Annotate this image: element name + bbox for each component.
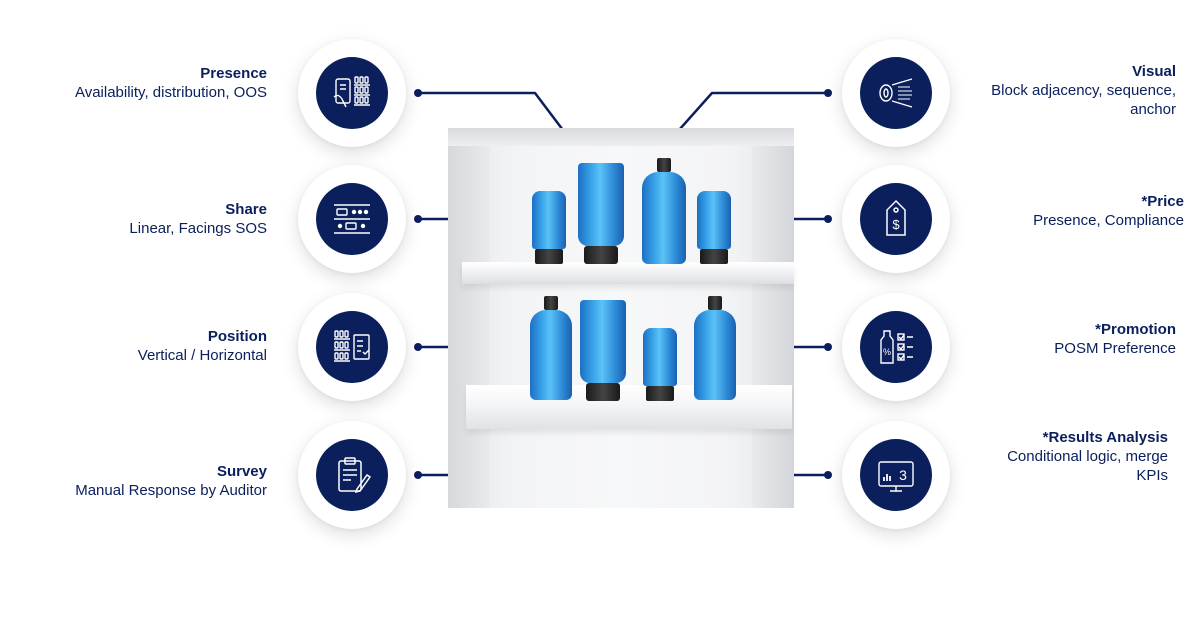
results-desc-line2: KPIs [1136, 467, 1168, 484]
promotion-title: *Promotion [1095, 321, 1176, 338]
presence-badge [298, 39, 406, 147]
svg-text:3: 3 [899, 467, 907, 483]
product-tube [580, 300, 626, 401]
product-bottle-tall [642, 158, 686, 264]
results-badge: 3 [842, 421, 950, 529]
price-title: *Price [1141, 193, 1184, 210]
presence-desc: Availability, distribution, OOS [74, 84, 267, 101]
price-label: *Price Presence, Compliance [1033, 192, 1184, 230]
svg-text:$: $ [892, 217, 900, 232]
shelf-side-left [448, 128, 490, 508]
product-tube [578, 163, 624, 264]
shelf-side-right [752, 128, 794, 508]
phone-scan-icon [333, 76, 370, 108]
shelf-position-icon [334, 330, 370, 362]
presence-title: Presence [200, 65, 267, 82]
price-tag-icon: $ [886, 199, 906, 236]
share-title: Share [225, 201, 267, 218]
share-badge [298, 165, 406, 273]
product-bottle [643, 328, 677, 401]
visual-title: Visual [1132, 63, 1176, 80]
share-desc: Linear, Facings SOS [129, 220, 267, 237]
results-title: *Results Analysis [1042, 429, 1168, 446]
product-bottle-tall [694, 296, 736, 400]
position-desc: Vertical / Horizontal [137, 347, 267, 364]
position-label: Position Vertical / Horizontal [138, 327, 267, 365]
visual-label: Visual Block adjacency, sequence, anchor [991, 62, 1176, 119]
shelf-plank-lower [466, 385, 792, 429]
position-title: Position [207, 328, 267, 345]
product-bottle [697, 191, 731, 264]
visual-desc-line2: anchor [1130, 101, 1176, 118]
price-badge: $ [842, 165, 950, 273]
clipboard-icon [338, 457, 372, 494]
shelf-top [448, 128, 794, 146]
promotion-badge: % [842, 293, 950, 401]
promotion-label: *Promotion POSM Preference [1054, 320, 1176, 358]
results-label: *Results Analysis Conditional logic, mer… [1007, 428, 1168, 485]
promotion-desc: POSM Preference [1054, 340, 1176, 357]
visual-desc-line1: Block adjacency, sequence, [991, 82, 1176, 99]
svg-text:%: % [883, 347, 891, 357]
visual-badge [842, 39, 950, 147]
product-bottle-tall [530, 296, 572, 400]
survey-title: Survey [216, 463, 267, 480]
presence-label: Presence Availability, distribution, OOS [75, 64, 267, 102]
price-desc: Presence, Compliance [1033, 212, 1184, 229]
survey-label: Survey Manual Response by Auditor [75, 462, 267, 500]
position-badge [298, 293, 406, 401]
eye-scan-icon [879, 78, 913, 108]
survey-badge [298, 421, 406, 529]
product-bottle [532, 191, 566, 264]
share-label: Share Linear, Facings SOS [129, 200, 267, 238]
results-desc-line1: Conditional logic, merge [1007, 448, 1168, 465]
monitor-analysis-icon: 3 [878, 461, 914, 492]
survey-desc: Manual Response by Auditor [75, 482, 267, 499]
shelf-share-icon [334, 204, 370, 234]
promotion-checklist-icon: % [880, 330, 913, 364]
shelf-plank-upper [462, 262, 794, 284]
